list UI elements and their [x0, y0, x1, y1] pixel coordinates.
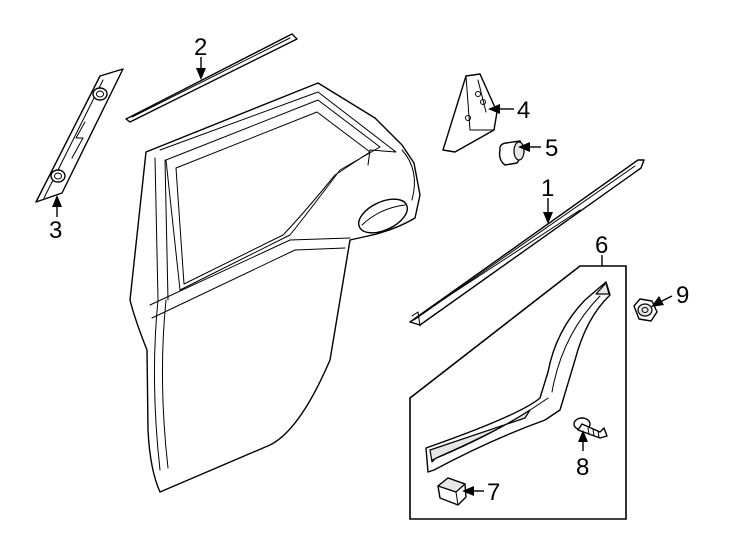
part-1-belt-moulding — [409, 159, 645, 327]
callout-2: 2 — [194, 34, 207, 61]
part-6-box — [409, 265, 627, 520]
part-3-applique — [35, 68, 124, 203]
callout-7: 7 — [487, 479, 500, 506]
leader-3 — [52, 195, 62, 217]
leader-1 — [543, 198, 553, 224]
callout-8: 8 — [576, 454, 589, 481]
callout-4: 4 — [517, 97, 530, 124]
callout-1: 1 — [541, 175, 554, 202]
rear-door — [129, 82, 421, 493]
callout-3: 3 — [49, 217, 62, 244]
part-4-bracket — [442, 73, 498, 153]
part-9-nut — [633, 298, 658, 322]
leader-4 — [488, 104, 514, 114]
leader-9 — [651, 295, 673, 307]
callout-5: 5 — [545, 135, 558, 162]
part-7-clip — [437, 477, 467, 506]
callout-6: 6 — [595, 232, 608, 259]
leader-7 — [462, 486, 484, 496]
part-6-moulding — [425, 281, 611, 473]
callout-9: 9 — [676, 282, 689, 309]
part-2-window-strip — [125, 33, 298, 123]
leader-8 — [578, 430, 588, 451]
leader-2 — [196, 57, 206, 80]
part-8-bolt — [573, 417, 608, 439]
part-5-clip — [498, 140, 525, 166]
leader-5 — [518, 142, 541, 152]
